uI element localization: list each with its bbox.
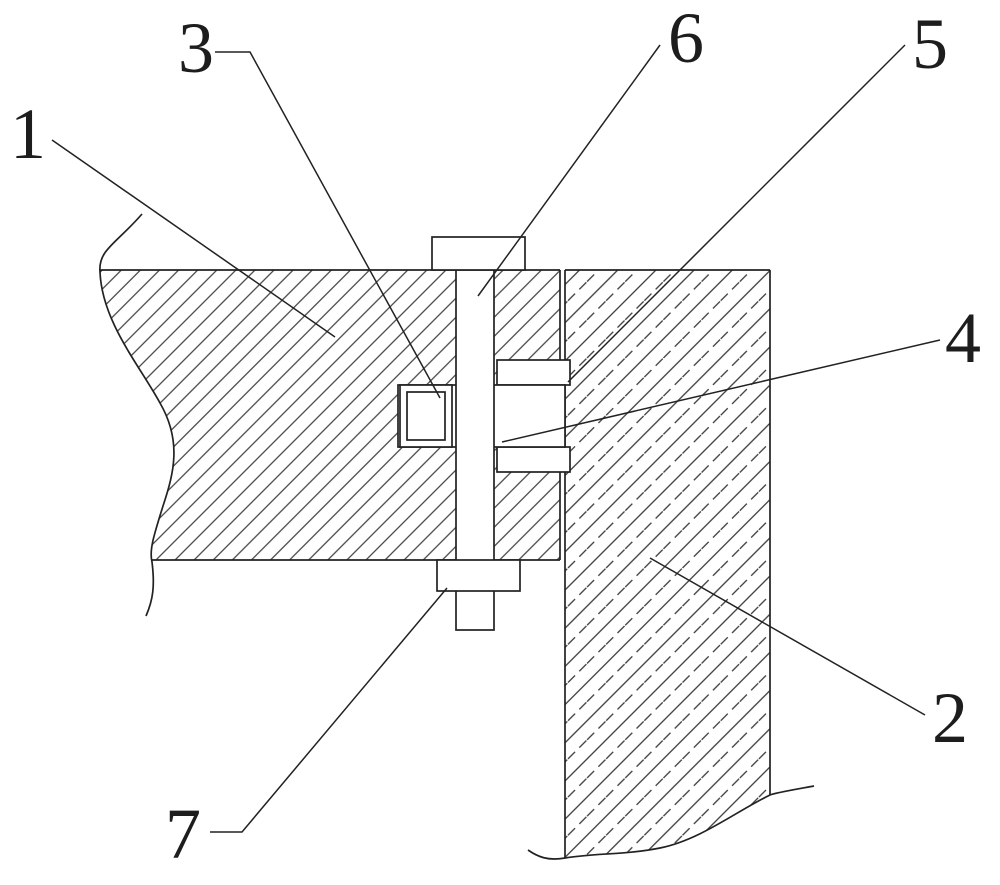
part-2-vertical-panel [527, 269, 815, 860]
washer-plate [436, 559, 521, 592]
leader-line-6 [477, 44, 661, 297]
leader-line-3 [215, 51, 441, 399]
leader-line-2 [649, 557, 926, 716]
leader-lines [51, 44, 941, 833]
label-2: 2 [932, 678, 968, 758]
part-2-break-line [527, 785, 815, 860]
part-1-break-line [99, 213, 175, 617]
joint-strip-upper [496, 359, 571, 386]
fastener-assembly [397, 236, 571, 631]
joint-strip-lower [496, 446, 571, 473]
leader-line-5 [567, 44, 906, 383]
label-4: 4 [945, 298, 981, 378]
part-2-hatched-body [565, 270, 770, 858]
label-5: 5 [912, 4, 948, 84]
leader-line-4 [501, 339, 941, 443]
label-1: 1 [10, 94, 46, 174]
label-3: 3 [178, 8, 214, 88]
leader-line-7 [210, 587, 448, 833]
square-nut-inner [406, 391, 446, 441]
label-7: 7 [165, 794, 201, 874]
bolt-head [431, 236, 526, 271]
reference-numerals: 1 3 6 5 4 2 7 [10, 0, 981, 874]
label-6: 6 [668, 0, 704, 78]
part-1-hatched-body [100, 270, 560, 560]
leader-line-1 [51, 139, 336, 338]
